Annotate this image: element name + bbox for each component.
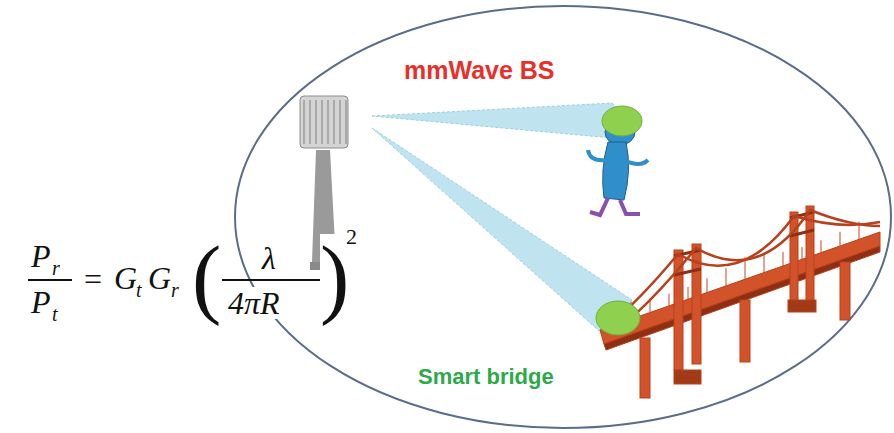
formula-symbol: P (31, 240, 51, 272)
formula-paren: ) (320, 234, 349, 322)
device-label: mmWave BS (404, 58, 555, 83)
beam (372, 103, 621, 138)
beam (372, 128, 632, 331)
fraction-bar (222, 279, 322, 281)
formula-symbol: λ (262, 242, 276, 274)
formula-subscript: t (52, 304, 58, 324)
formula-symbol: P (31, 286, 51, 318)
formula-symbol: G (148, 262, 171, 294)
formula-symbol: 4πR (228, 287, 280, 319)
formula-subscript: t (136, 280, 142, 300)
fraction-bar (28, 279, 72, 281)
formula-subscript: r (171, 280, 179, 300)
sensor (596, 301, 640, 335)
formula-paren: ( (192, 234, 221, 322)
formula-symbol: G (114, 262, 137, 294)
coverage-ellipse (235, 6, 891, 428)
formula-superscript: 2 (346, 226, 357, 248)
device-label: Smart bridge (418, 366, 554, 388)
formula-subscript: r (52, 258, 60, 278)
bridge (600, 206, 880, 398)
formula-symbol: = (84, 263, 102, 295)
sensor (602, 106, 642, 136)
